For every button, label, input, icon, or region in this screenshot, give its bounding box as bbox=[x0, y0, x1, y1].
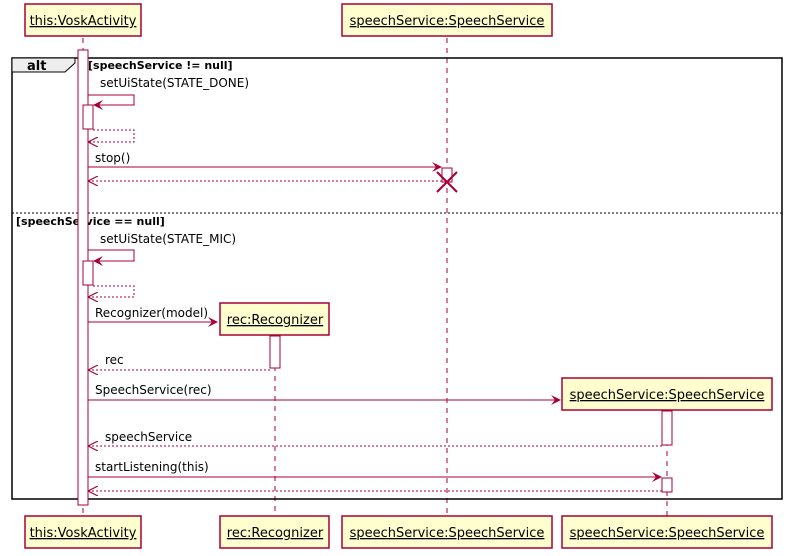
message-set-ui-done bbox=[88, 94, 135, 110]
participant-vosk-bottom: this:VoskActivity bbox=[24, 515, 142, 549]
label-set-ui-done: setUiState(STATE_DONE) bbox=[100, 76, 249, 90]
alt-fragment: alt [speechService != null] [speechServi… bbox=[11, 57, 783, 500]
participant-vosk-bottom-label: this:VoskActivity bbox=[30, 526, 137, 541]
participant-service-new-bottom-label: speechService:SpeechService bbox=[570, 526, 765, 541]
label-recognizer-create: Recognizer(model) bbox=[95, 306, 208, 320]
label-start-listening: startListening(this) bbox=[95, 460, 209, 474]
activations bbox=[77, 49, 673, 506]
activation-service-new-return bbox=[661, 410, 673, 446]
destroy-marker bbox=[436, 171, 458, 193]
message-set-ui-mic-return bbox=[89, 285, 135, 297]
participant-service-new-created: speechService:SpeechService bbox=[561, 377, 773, 411]
message-labels: setUiState(STATE_DONE) stop() setUiState… bbox=[95, 76, 249, 474]
alt-frame bbox=[11, 57, 783, 500]
participant-service-old-bottom-label: speechService:SpeechService bbox=[350, 526, 545, 541]
participant-rec-bottom: rec:Recognizer bbox=[219, 515, 330, 549]
label-set-ui-mic: setUiState(STATE_MIC) bbox=[100, 232, 236, 246]
alt-keyword-tab bbox=[11, 57, 76, 73]
label-rec-return: rec bbox=[105, 353, 124, 367]
participant-service-old-bottom: speechService:SpeechService bbox=[341, 515, 553, 549]
participant-vosk-top-label: this:VoskActivity bbox=[30, 14, 137, 29]
activation-vosk-done bbox=[82, 104, 94, 130]
participant-vosk-top: this:VoskActivity bbox=[24, 3, 142, 37]
participant-service-old-top-label: speechService:SpeechService bbox=[350, 14, 545, 29]
alt-guard-1: [speechService != null] bbox=[88, 59, 233, 72]
label-stop: stop() bbox=[95, 151, 130, 165]
message-set-ui-mic bbox=[88, 249, 135, 266]
lifelines bbox=[82, 38, 668, 516]
participant-rec-bottom-label: rec:Recognizer bbox=[227, 526, 324, 541]
label-service-return: speechService bbox=[105, 430, 192, 444]
participant-service-old-top: speechService:SpeechService bbox=[341, 3, 553, 37]
alt-keyword: alt bbox=[27, 59, 46, 74]
alt-guard-2: [speechService == null] bbox=[16, 215, 165, 228]
activation-rec bbox=[269, 335, 281, 369]
participant-rec-created-label: rec:Recognizer bbox=[227, 313, 324, 328]
participant-service-new-bottom: speechService:SpeechService bbox=[561, 515, 773, 549]
activation-service-new-listen bbox=[661, 477, 673, 493]
message-set-ui-done-return bbox=[89, 129, 135, 142]
messages bbox=[88, 94, 662, 491]
activation-vosk-mic bbox=[82, 260, 94, 286]
participant-service-new-created-label: speechService:SpeechService bbox=[570, 388, 765, 403]
label-service-create: SpeechService(rec) bbox=[95, 383, 212, 397]
participant-rec-created: rec:Recognizer bbox=[219, 302, 330, 336]
